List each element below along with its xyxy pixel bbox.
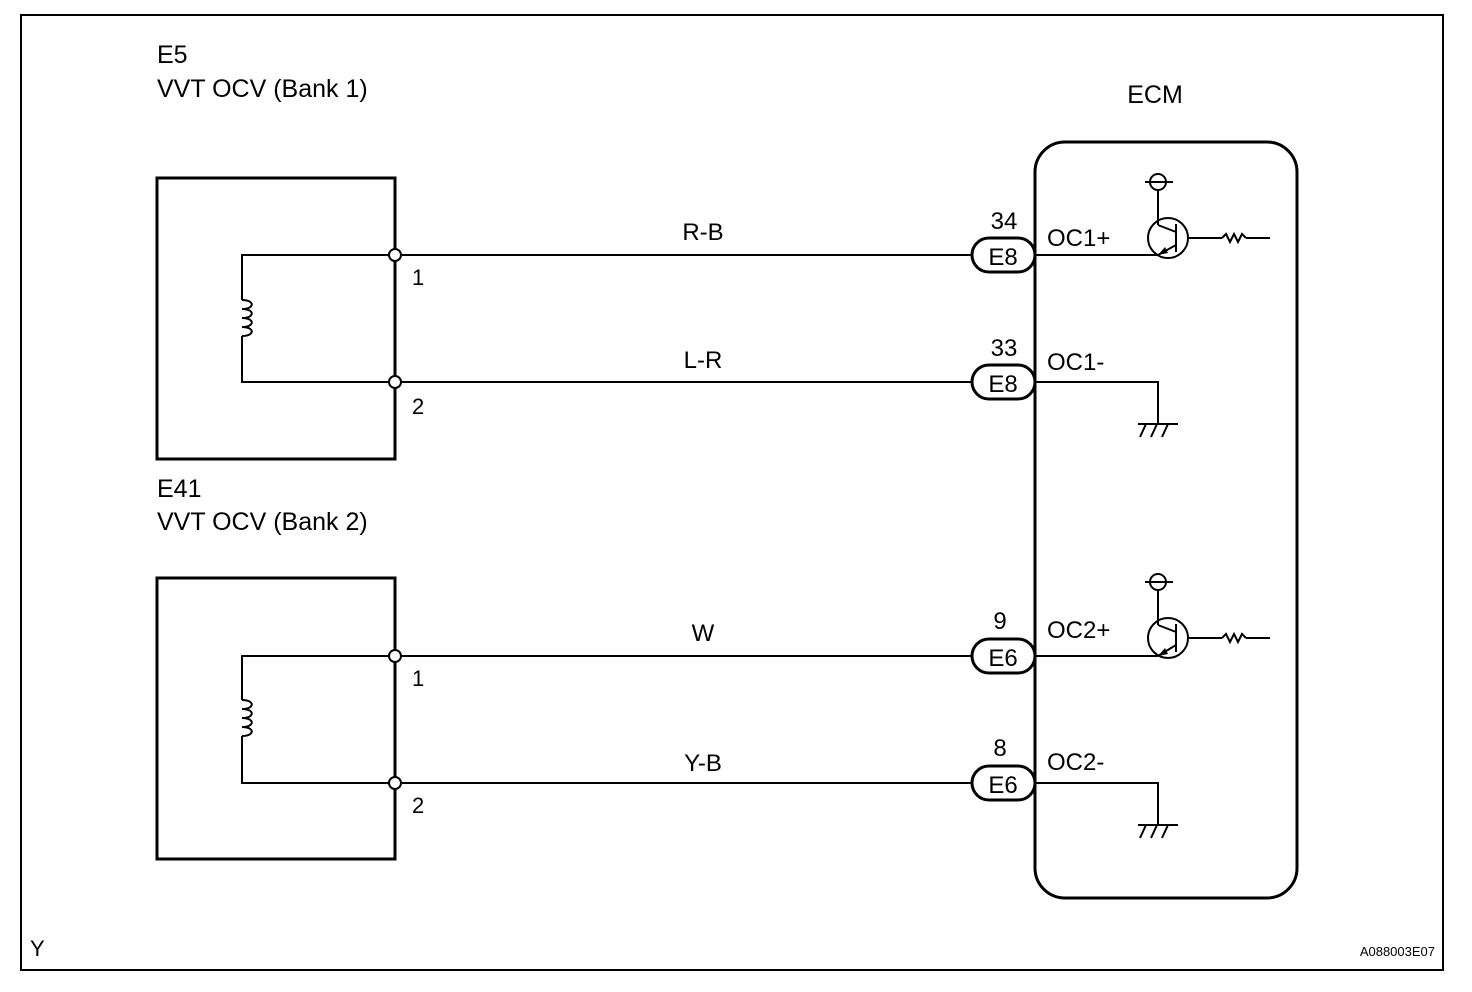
component-e5-id: E5 [157,41,188,69]
wire-color-y-b: Y-B [684,750,722,777]
wire-color-r-b: R-B [682,219,723,246]
connector-label-e8-34: E8 [988,244,1017,271]
pin-number-33: 33 [991,335,1018,362]
corner-marker: Y [30,936,45,961]
component-e5-box [155,176,402,461]
wire-color-l-r: L-R [684,347,723,374]
pin-label-e5-1: 1 [412,265,424,290]
pin-label-e41-1: 1 [412,666,424,691]
terminal-label-oc2-minus: OC2- [1047,749,1104,776]
terminal-e5-2 [388,375,402,389]
pin-label-e41-2: 2 [412,793,424,818]
connector-label-e8-33: E8 [988,371,1017,398]
connector-label-e6-8: E6 [988,772,1017,799]
connector-label-e6-9: E6 [988,645,1017,672]
component-e5-name: VVT OCV (Bank 1) [157,75,368,103]
ground-oc2-icon [1035,782,1178,839]
figure-id: A088003E07 [1360,944,1435,959]
terminal-e41-1 [388,649,402,663]
transistor-oc2-icon [1035,573,1270,659]
solenoid-coil-icon [241,299,253,337]
terminal-label-oc1-minus: OC1- [1047,349,1104,376]
ecm-label: ECM [1127,81,1183,109]
component-e41-name: VVT OCV (Bank 2) [157,508,368,536]
wire-color-w: W [692,620,715,647]
pin-number-34: 34 [991,208,1018,235]
pin-number-9: 9 [993,608,1006,635]
terminal-e41-2 [388,776,402,790]
ground-oc1-icon [1035,381,1178,438]
terminal-e5-1 [388,248,402,262]
transistor-oc1-icon [1035,173,1270,259]
pin-number-8: 8 [993,735,1006,762]
component-e41-box [155,576,402,861]
solenoid-coil-icon [241,699,253,737]
ecm-box [1033,140,1299,900]
diagram-frame [20,14,1444,971]
terminal-label-oc2-plus: OC2+ [1047,617,1110,644]
pin-label-e5-2: 2 [412,394,424,419]
component-e41-id: E41 [157,475,201,503]
terminal-label-oc1-plus: OC1+ [1047,225,1110,252]
